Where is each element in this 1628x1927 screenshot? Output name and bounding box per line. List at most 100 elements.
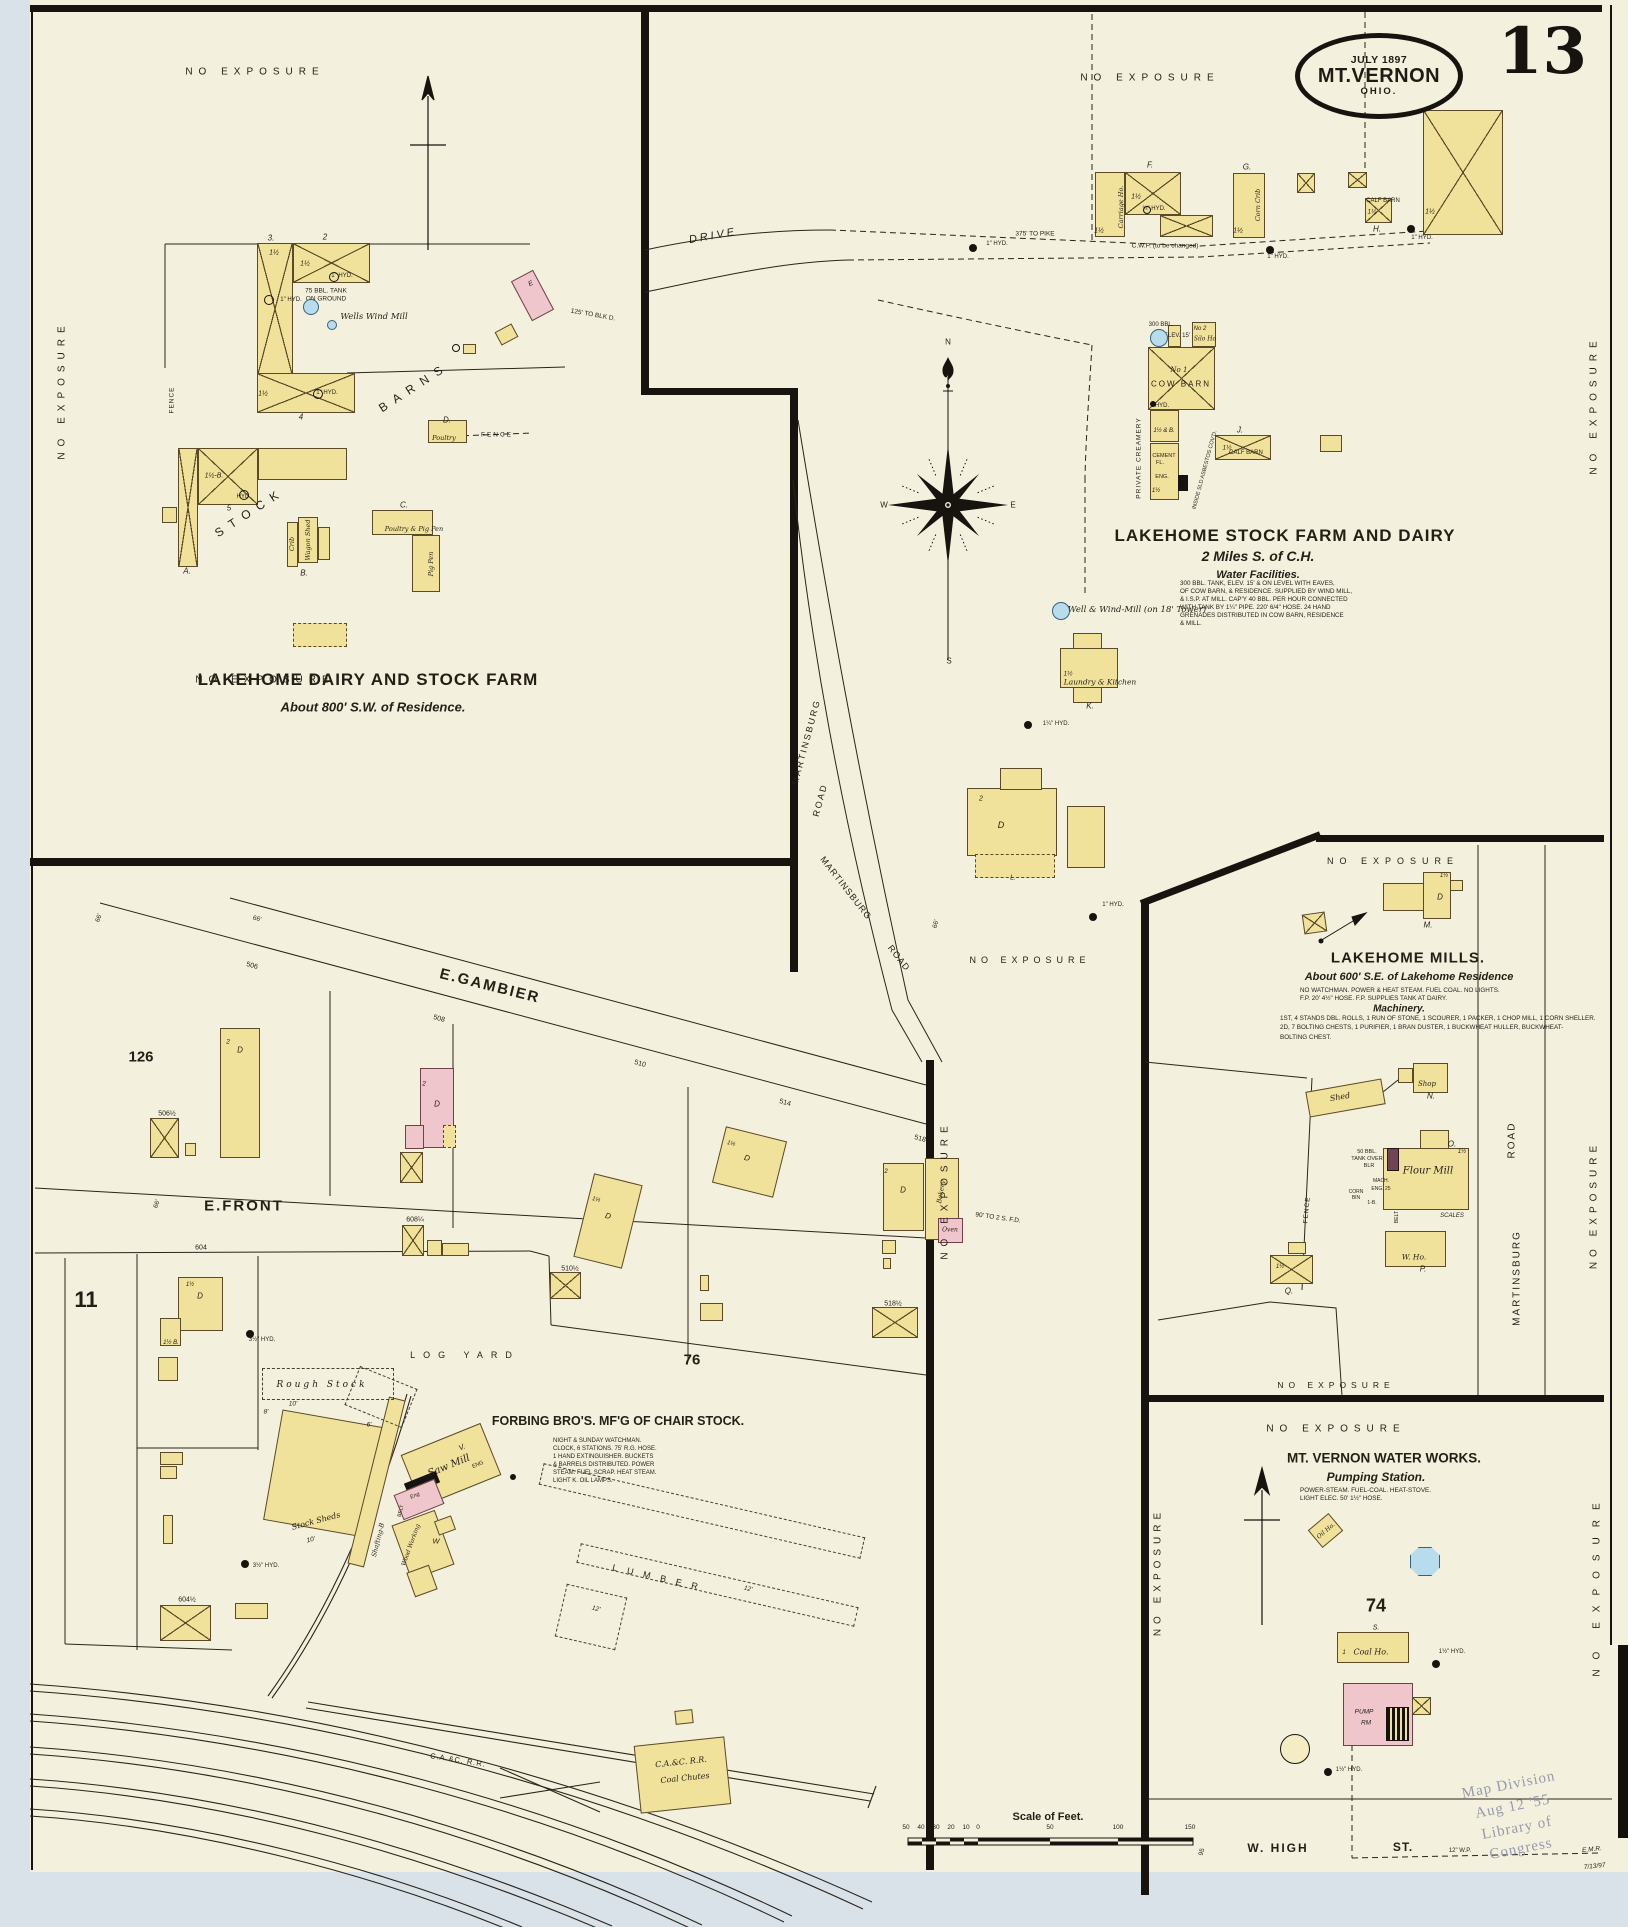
- water-tank-circle: [1150, 329, 1168, 347]
- note-line: CLOCK, 6 STATIONS. 75' R.G. HOSE.: [553, 1446, 657, 1453]
- building: [1423, 110, 1503, 235]
- north-arrow: [1244, 1465, 1280, 1625]
- building: [1067, 806, 1105, 868]
- note-line: LIGHT K. OIL LAMPS.: [553, 1478, 613, 1485]
- map-label: J.: [1236, 425, 1244, 435]
- building: [674, 1709, 694, 1725]
- map-label: D: [900, 1185, 906, 1195]
- building: [882, 1240, 896, 1254]
- building: [160, 1318, 181, 1346]
- map-label: Shop: [1418, 1080, 1436, 1088]
- map-label: 5: [226, 503, 232, 513]
- map-label: PUMP: [1354, 1708, 1374, 1716]
- map-label: E: [1010, 500, 1016, 510]
- building: [1178, 475, 1188, 491]
- map-label: Laundry & Kitchen: [1063, 677, 1137, 687]
- map-label: 1½: [300, 260, 310, 268]
- map-label: 76: [683, 1351, 701, 1369]
- building: [1270, 1255, 1313, 1284]
- machinery-heading: Machinery.: [1373, 1003, 1425, 1015]
- note-line: NO WATCHMAN. POWER & HEAT STEAM. FUEL CO…: [1300, 987, 1500, 994]
- building: [883, 1163, 924, 1231]
- sheet-number: 13: [1498, 14, 1588, 89]
- building: [1348, 172, 1367, 188]
- scale-tick: 20: [947, 1824, 955, 1831]
- scale-label: Scale of Feet.: [1012, 1811, 1084, 1823]
- building: [872, 1307, 918, 1338]
- building: [1215, 435, 1271, 460]
- hydrant-ring: [1143, 206, 1151, 214]
- map-label: NO EXPOSURE: [969, 955, 1091, 965]
- border-top: [30, 5, 1602, 12]
- map-label: G.: [1242, 162, 1252, 172]
- border-left-thin: [31, 5, 33, 1870]
- map-label: 1½ & B.: [1153, 428, 1175, 434]
- building: [185, 1143, 196, 1156]
- building: [428, 420, 467, 443]
- building: [257, 243, 293, 375]
- building: [1168, 325, 1181, 347]
- map-label: LOG YARD: [410, 1350, 520, 1360]
- building: [1148, 347, 1215, 410]
- building: [1385, 1231, 1446, 1267]
- building: [700, 1275, 709, 1291]
- map-label: 1½: [1425, 208, 1435, 216]
- building: [1000, 768, 1042, 790]
- map-label: 2: [422, 1080, 426, 1088]
- water-works-subtitle: Pumping Station.: [1326, 1470, 1426, 1484]
- map-label: 1½-B.: [204, 472, 224, 480]
- map-label: PRIVATE CREAMERY: [1135, 417, 1143, 499]
- note-line: 2D, 7 BOLTING CHESTS, 1 PURIFIER, 1 BRAN…: [1280, 1024, 1564, 1032]
- building: [298, 517, 318, 563]
- map-label: 3½" HYD.: [248, 1337, 276, 1343]
- building: [160, 1605, 211, 1641]
- building: [700, 1303, 723, 1321]
- map-label: 1½: [1151, 488, 1161, 494]
- building: [1288, 1242, 1306, 1254]
- map-label: 1" HYD.: [316, 390, 338, 396]
- map-label: BELT: [1394, 1210, 1400, 1224]
- water-tank-circle: [327, 320, 337, 330]
- building: [1398, 1068, 1413, 1083]
- well-circle: [1280, 1734, 1310, 1764]
- building: [372, 510, 433, 535]
- note-line: WITH TANK BY 1¼" PIPE. 220' 6/4" HOSE. 2…: [1180, 604, 1331, 612]
- map-label: 1½: [1233, 227, 1243, 235]
- map-label: NO EXPOSURE: [195, 674, 335, 686]
- map-label: H.: [1373, 224, 1381, 234]
- building: [1413, 1063, 1448, 1093]
- map-label: 3½" HYD.: [252, 1563, 280, 1569]
- scale-tick: 100: [1112, 1824, 1124, 1831]
- map-label: SCALES: [1440, 1213, 1464, 1219]
- scale-tick: 40: [917, 1824, 925, 1831]
- map-label: NO EXPOSURE: [1591, 1493, 1603, 1677]
- building: [883, 1258, 891, 1269]
- building: [1073, 633, 1102, 649]
- building: [1150, 443, 1179, 500]
- stock-farm-subtitle: 2 Miles S. of C.H.: [1201, 548, 1315, 564]
- building: [1297, 173, 1315, 193]
- scale-tick: 30: [932, 1824, 940, 1831]
- note-line: & BARRELS DISTRIBUTED. POWER: [553, 1462, 655, 1469]
- map-label: 10': [288, 1400, 298, 1408]
- scan-artifact: [1618, 1645, 1628, 1838]
- map-label: 1" HYD.: [280, 297, 302, 303]
- map-label: COW BARN: [1151, 379, 1211, 389]
- note-line: 1ST, 4 STANDS DBL. ROLLS, 1 RUN OF STONE…: [1280, 1015, 1596, 1022]
- map-label: ST.: [1392, 1840, 1414, 1854]
- building: [1160, 215, 1213, 237]
- map-label: ¾" HYD.: [1142, 206, 1166, 212]
- water-tank-circle: [1052, 602, 1070, 620]
- hydrant-ring: [239, 490, 249, 500]
- map-label: 1" HYD.: [1267, 254, 1289, 260]
- building: [1412, 1697, 1431, 1715]
- map-label: 1: [1342, 1650, 1346, 1656]
- map-label: NO EXPOSURE: [1326, 856, 1460, 866]
- hydrant-dot: [1324, 1768, 1332, 1776]
- note-line: BOLTING CHEST.: [1280, 1033, 1332, 1041]
- map-label: ENG.: [1155, 474, 1169, 480]
- border-waterworks-top: [1141, 1395, 1604, 1402]
- map-label: 375' TO PIKE: [1015, 230, 1055, 238]
- map-label: NO EXPOSURE: [1588, 335, 1600, 475]
- hydrant-dot: [510, 1474, 516, 1480]
